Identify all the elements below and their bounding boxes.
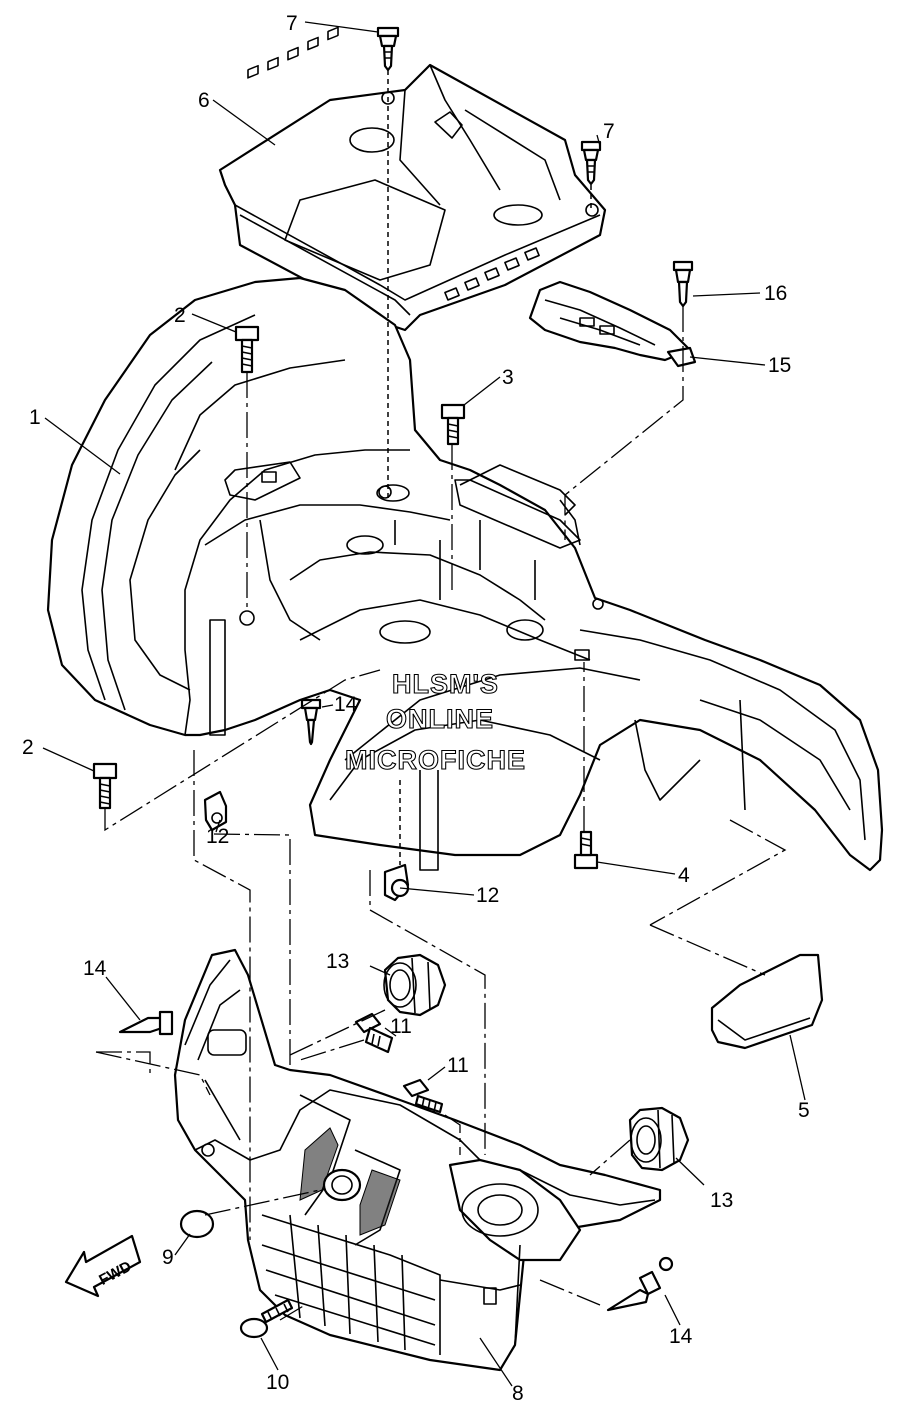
part-11-bolt-upper	[354, 1012, 394, 1054]
part-14-rivet-right	[606, 1256, 674, 1312]
part-7-screw-right	[580, 140, 602, 186]
part-3-bolt	[440, 403, 466, 446]
part-9-cap	[179, 1209, 215, 1239]
callout-2-upper: 2	[174, 304, 186, 327]
callout-7-top: 7	[286, 12, 298, 35]
callout-labels: 7 7 6 2 1 3 16 15 14 2 12 12 4 13 14 11 …	[22, 12, 810, 1405]
callout-14-right: 14	[669, 1325, 693, 1348]
callout-10: 10	[266, 1371, 289, 1394]
callout-14-left: 14	[83, 957, 107, 980]
callout-16: 16	[764, 282, 787, 305]
callout-13-upper: 13	[326, 950, 349, 973]
part-2-bolt-lower	[92, 762, 118, 810]
part-5-plate	[710, 953, 824, 1050]
top-cover-vents-right	[444, 247, 540, 301]
watermark-line-1: HLSM'S	[392, 669, 499, 699]
callout-4: 4	[678, 864, 690, 887]
part-8-front-grill	[173, 948, 662, 1372]
part-15-side-cover	[528, 280, 697, 368]
part-10-screw	[239, 1298, 294, 1339]
part-1-front-fender	[46, 276, 884, 872]
part-7-screw-top	[376, 26, 400, 72]
callout-9: 9	[162, 1246, 174, 1269]
callout-11-upper: 11	[390, 1015, 412, 1038]
callout-15: 15	[768, 354, 791, 377]
callout-6: 6	[198, 89, 210, 112]
callout-1: 1	[29, 406, 41, 429]
callout-11-lower: 11	[447, 1054, 469, 1077]
part-14-rivet-left	[118, 1010, 174, 1036]
part-12-clip-upper	[203, 790, 228, 832]
top-cover-vents-left	[247, 26, 339, 79]
watermark-line-3: MICROFICHE	[345, 745, 526, 775]
callout-14-mid: 14	[334, 693, 358, 716]
fwd-direction-arrow: FWD	[64, 1234, 142, 1298]
part-11-bolt-lower	[402, 1078, 444, 1114]
part-6-top-cover	[218, 26, 607, 332]
grill-mesh	[299, 1127, 401, 1236]
leader-lines	[42, 21, 806, 1387]
part-12-clip-lower	[383, 863, 410, 902]
part-14-rivet-mid	[300, 698, 322, 746]
callout-2-lower: 2	[22, 736, 34, 759]
part-4-bolt	[573, 830, 599, 870]
part-2-bolt-upper	[234, 325, 260, 374]
watermark-line-2: ONLINE	[386, 704, 494, 734]
callout-7-right: 7	[603, 120, 615, 143]
grill-grid	[261, 1214, 441, 1355]
callout-5: 5	[798, 1099, 810, 1122]
callout-12-lower: 12	[476, 884, 499, 907]
callout-13-lower: 13	[710, 1189, 733, 1212]
callout-8: 8	[512, 1382, 524, 1405]
callout-12-upper: 12	[206, 825, 229, 848]
part-16-screw	[672, 260, 694, 308]
part-13-grommet-lower	[628, 1106, 690, 1172]
part-13-grommet-upper	[383, 953, 447, 1017]
watermark: HLSM'S ONLINE MICROFICHE	[344, 668, 526, 775]
callout-3: 3	[502, 366, 514, 389]
assembly-lines	[95, 70, 787, 1321]
